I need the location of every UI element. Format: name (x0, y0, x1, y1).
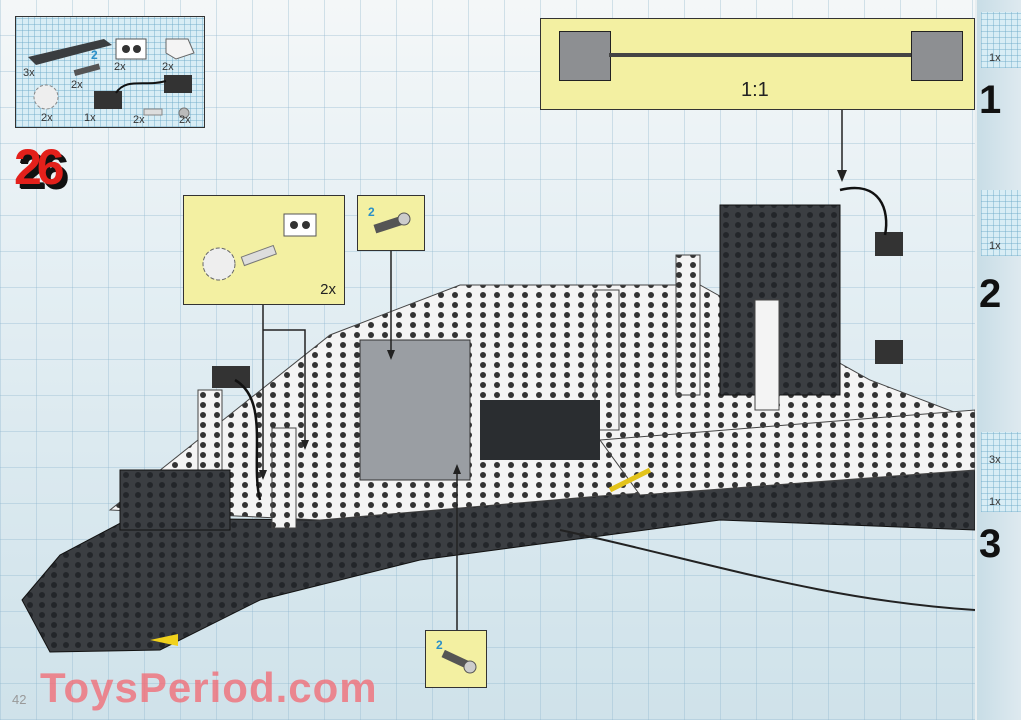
callout-gear-assembly: 2x (183, 195, 345, 305)
arrowhead-gear-right (301, 440, 309, 450)
step-number: 26 (14, 139, 65, 195)
tower-dark (719, 204, 841, 396)
callout-axle-top: 2 (357, 195, 425, 251)
motor-plate-icon (94, 91, 122, 109)
qty-motor-wire: 1x (84, 112, 96, 124)
next-page-strip: 1x 1 1x 2 3x 1x 3 (975, 0, 1021, 720)
wire-plate-left-icon (559, 31, 611, 81)
gear-icon (202, 247, 236, 281)
axle-length: 2 (368, 205, 375, 219)
step-3-number: 3 (979, 522, 1002, 566)
qty-slope: 2x (162, 61, 174, 73)
axle-length: 2 (91, 48, 98, 62)
qty-brick: 2x (114, 61, 126, 73)
wire-bottom (559, 529, 976, 611)
axle-length: 2 (436, 638, 443, 652)
step-1-qty: 1x (989, 52, 1001, 64)
axle-pin-icon (143, 108, 163, 116)
arrowhead-wire (837, 170, 847, 182)
page-number: 42 (12, 692, 27, 707)
cockpit-dark (119, 469, 231, 531)
step-1-parts: 1x (981, 12, 1021, 68)
beam-2 (271, 427, 297, 529)
brick-with-holes-icon (115, 38, 147, 60)
callout-wire-scale: 1:1 (540, 18, 975, 110)
wire-left (234, 378, 262, 501)
gear-icon (33, 84, 59, 110)
center-mechanism (359, 339, 471, 481)
bush-icon (178, 107, 190, 119)
wire-icon (115, 80, 167, 94)
slope-icon (165, 38, 195, 60)
axle-icon (441, 649, 477, 674)
gear-assembly-illustration (202, 213, 317, 281)
callout-axle-bottom: 2 (425, 630, 487, 688)
motor-block-right (875, 232, 903, 256)
wire-right (839, 186, 888, 236)
brick-with-holes-icon (283, 213, 317, 237)
center-dark-block (480, 400, 600, 460)
axle-icon (73, 63, 101, 77)
parts-list-box: 3x 2 2x 2x 2x 2x 1x 2x 2x (15, 16, 205, 128)
axle-pin-icon (240, 244, 277, 267)
step-2-number: 2 (979, 272, 1002, 316)
gear-assembly-qty: 2x (320, 281, 336, 298)
yellow-arrow-front (150, 634, 178, 646)
arrowhead-axle-top (387, 350, 395, 360)
wire-scale-label: 1:1 (741, 79, 769, 101)
step-2-qty: 1x (989, 240, 1001, 252)
motor-block-top (212, 366, 250, 388)
step-3-parts: 3x 1x (981, 432, 1021, 512)
step-2-parts: 1x (981, 190, 1021, 256)
qty-axle: 2x (71, 79, 83, 91)
yellow-tube (608, 467, 652, 493)
qty-plate: 3x (23, 67, 35, 79)
arrowhead-axle-bottom (453, 464, 461, 474)
step-1-number: 1 (979, 78, 1002, 122)
step-3-qty-b: 1x (989, 496, 1001, 508)
wire-plate-right-icon (911, 31, 963, 81)
qty-bush: 2x (179, 114, 191, 126)
qty-gear: 2x (41, 112, 53, 124)
parts-illustrations (28, 38, 195, 119)
beam-4 (675, 254, 701, 396)
plate-icon (28, 39, 112, 65)
watermark: ToysPeriod.com (40, 664, 378, 711)
leader-gear-right (263, 329, 306, 448)
beam-5 (754, 299, 780, 411)
motor-plate-icon-2 (164, 75, 192, 93)
wire-cable-icon (609, 53, 911, 57)
step-3-qty-a: 3x (989, 454, 1001, 466)
axle-icon (373, 212, 411, 234)
qty-axle-pin: 2x (133, 114, 145, 126)
arrowhead-gear-left (259, 470, 267, 480)
motor-block-right-2 (875, 340, 903, 364)
